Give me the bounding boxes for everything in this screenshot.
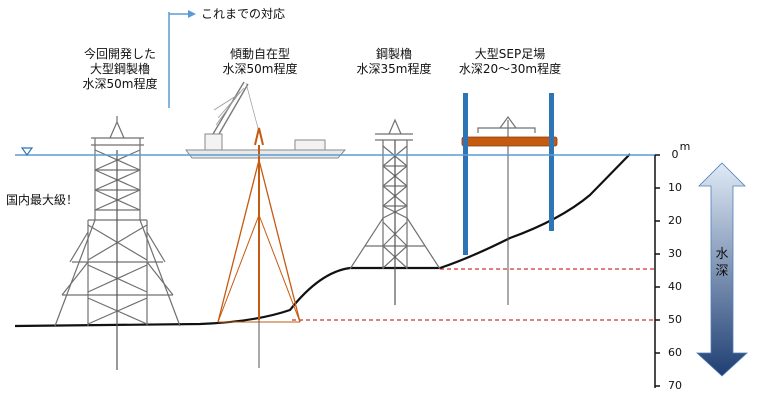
- inclined-platform-label-line: 傾動自在型: [229, 47, 290, 61]
- depth-tick-label: 40: [668, 280, 682, 293]
- new-tower-label: 今回開発した 大型鋼製櫓 水深50m程度: [58, 47, 182, 92]
- depth-tick-label: 60: [668, 346, 682, 359]
- inclined-platform-label-line: 水深50m程度: [222, 62, 298, 76]
- depth-tick-label: 50: [668, 313, 682, 326]
- depth-arrow-label: 水 深: [714, 246, 730, 280]
- depth-arrow-label-char: 深: [715, 264, 729, 279]
- steel-tower-label-line: 鋼製櫓: [375, 47, 412, 61]
- sep-platform: [461, 93, 558, 305]
- past-work-bracket: [168, 10, 196, 108]
- inclined-platform: [185, 81, 347, 368]
- depth-tick-label: 30: [668, 247, 682, 260]
- depth-unit-label: m: [679, 140, 691, 153]
- sep-platform-label-line: 水深20～30m程度: [458, 62, 562, 76]
- new-tower-label-line: 今回開発した: [83, 47, 156, 61]
- depth-tick-label: 0: [671, 148, 679, 161]
- large-steel-tower: [54, 116, 181, 370]
- sep-platform-label-line: 大型SEP足場: [474, 47, 546, 61]
- depth-arrow-label-char: 水: [715, 247, 729, 262]
- depth-axis: [654, 154, 660, 388]
- inclined-platform-label: 傾動自在型 水深50m程度: [212, 47, 308, 77]
- steel-tower-35m: [349, 118, 441, 305]
- depth-tick-label: 20: [668, 214, 682, 227]
- steel-tower-label-line: 水深35m程度: [356, 62, 432, 76]
- depth-tick-label: 70: [668, 379, 682, 392]
- seabed-line: [14, 153, 631, 328]
- sep-platform-label: 大型SEP足場 水深20～30m程度: [452, 47, 568, 77]
- callout-largest-in-japan: 国内最大級！: [6, 193, 79, 207]
- new-tower-label-line: 大型鋼製櫓: [89, 62, 150, 76]
- depth-arrow: [695, 162, 749, 377]
- past-work-label: これまでの対応: [201, 7, 286, 21]
- sea-level-marker: [20, 147, 34, 157]
- depth-tick-label: 10: [668, 181, 682, 194]
- steel-tower-label: 鋼製櫓 水深35m程度: [346, 47, 442, 77]
- new-tower-label-line: 水深50m程度: [82, 77, 158, 91]
